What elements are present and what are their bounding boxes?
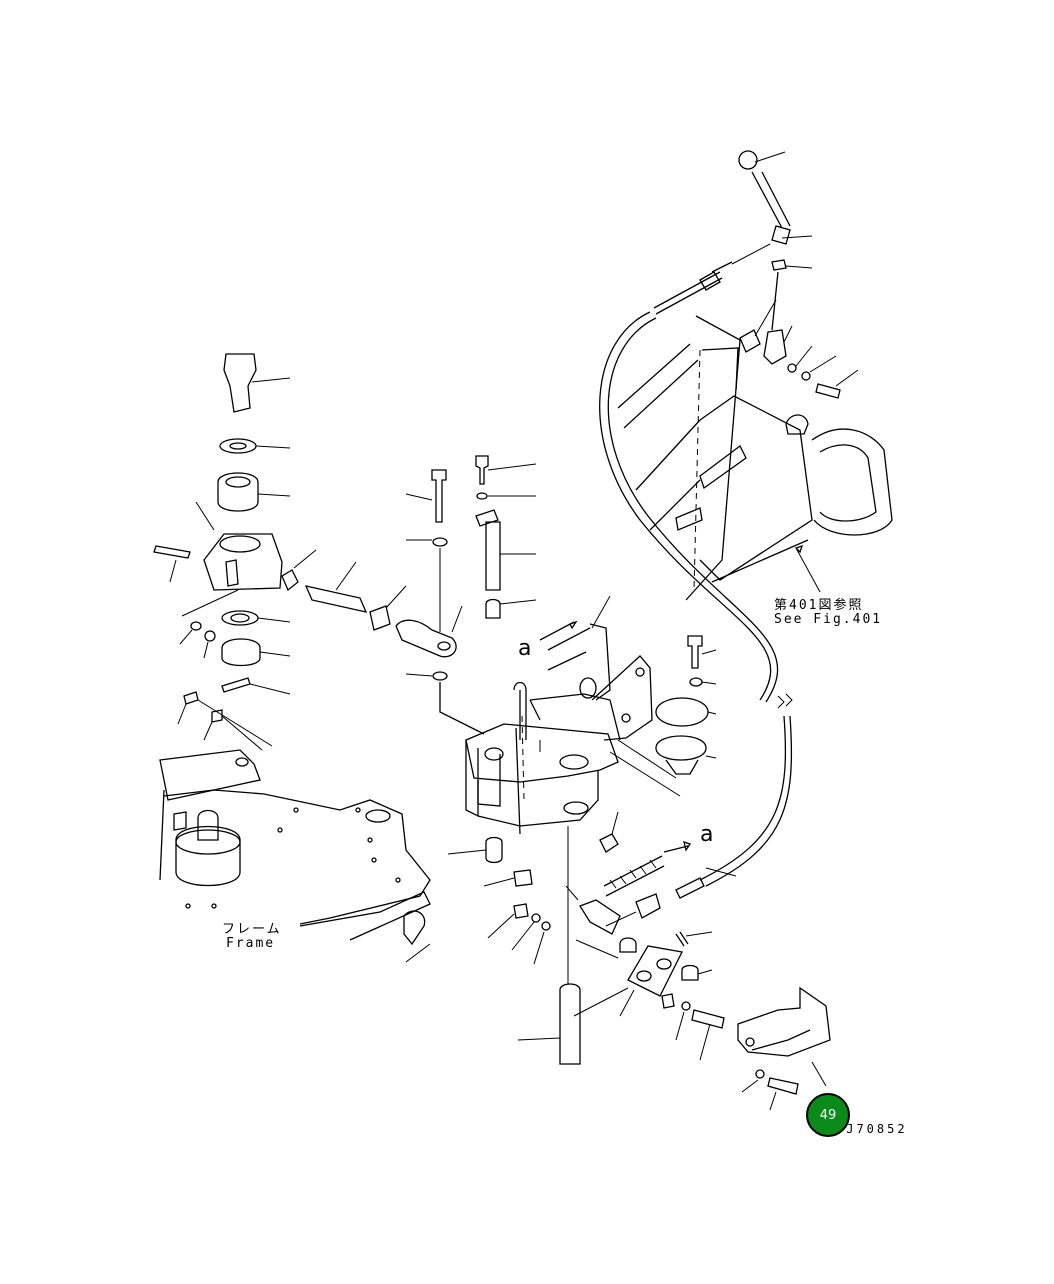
reference-letter-upper: a (518, 636, 532, 661)
fig-ref-en: See Fig.401 (774, 612, 883, 627)
reference-letter-lower: a (700, 822, 714, 847)
control-lever (738, 150, 859, 399)
fig-ref-jp: 第401図参照 (774, 598, 864, 613)
bolts-upper (405, 455, 537, 735)
callout-badge: 49 (806, 1093, 850, 1137)
lever-bracket (617, 315, 893, 601)
frame-label-jp: フレーム (222, 922, 282, 937)
frame (159, 691, 431, 963)
control-cable (599, 243, 793, 899)
discs-and-bolt (655, 635, 717, 775)
tie-rod (281, 549, 463, 658)
guard-plate (737, 986, 831, 1111)
lower-parts (447, 811, 725, 1065)
main-bracket (465, 595, 681, 835)
pivot-pin-stack (153, 353, 291, 695)
frame-label-en: Frame (226, 936, 276, 951)
drawing-code: PJ70852 (836, 1122, 908, 1136)
